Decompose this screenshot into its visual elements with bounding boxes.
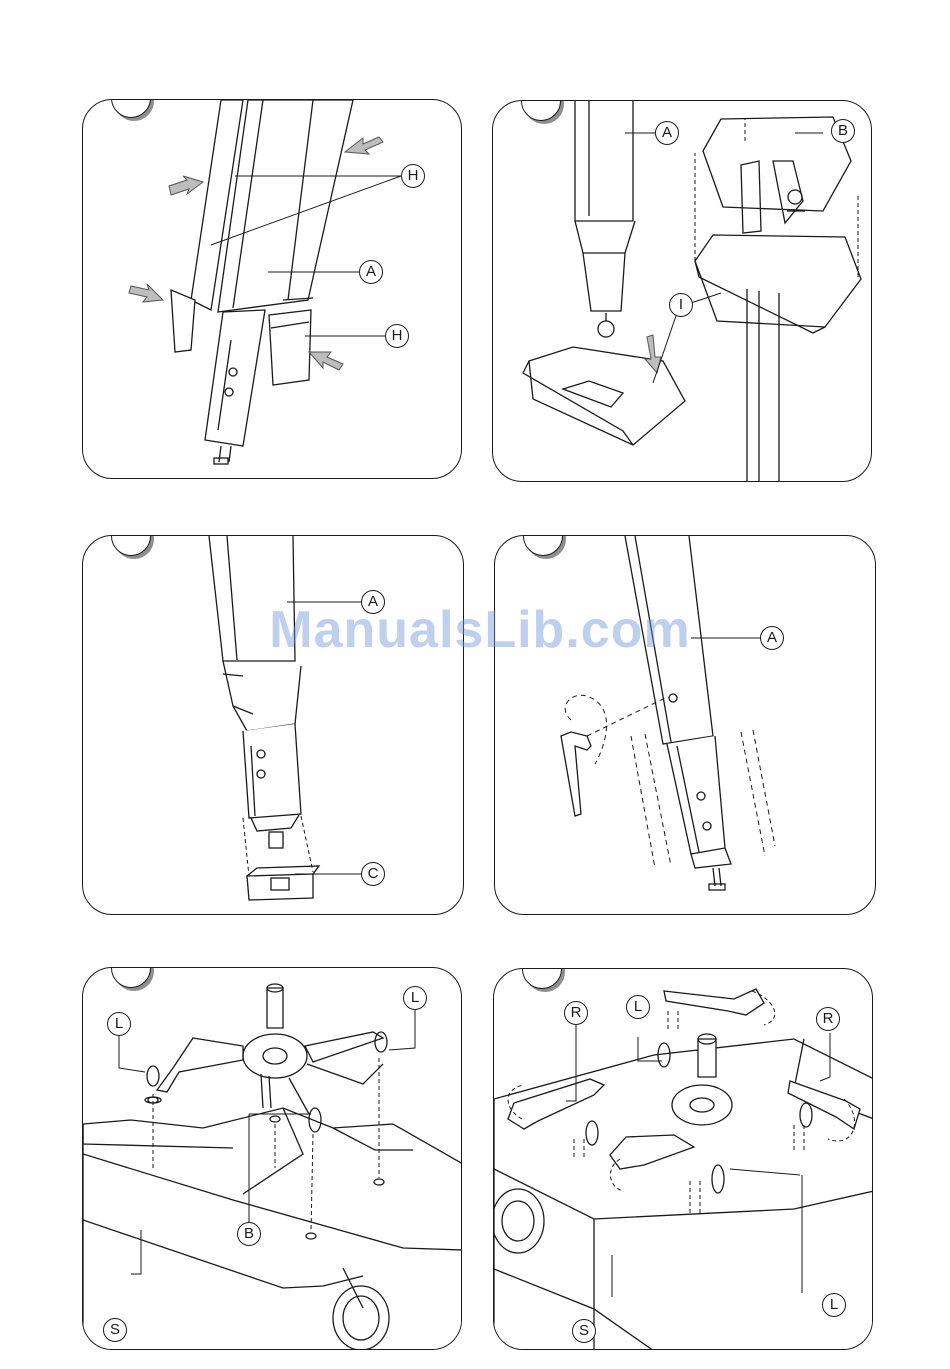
hex-key-adjust-illustration (495, 536, 876, 915)
projector-wrench-tighten-illustration (494, 969, 873, 1350)
panel-step-1: H A H (82, 99, 462, 479)
panel-step-2: A B I (492, 100, 872, 482)
pole-end-cap-illustration (83, 536, 464, 915)
part-label-s: S (103, 1318, 127, 1342)
ceiling-plate-cover-illustration (493, 101, 872, 482)
part-label-h: H (401, 164, 425, 188)
projector-bracket-mount-illustration (83, 968, 462, 1350)
part-label-l: L (626, 995, 650, 1019)
watermark-text: ManualsLib.com (260, 600, 700, 660)
pole-sleeve-clip-illustration (83, 100, 462, 479)
part-label-a: A (760, 626, 784, 650)
part-label-b: B (237, 1222, 261, 1246)
part-label-a: A (655, 121, 679, 145)
part-label-c: C (361, 862, 385, 886)
panel-step-6: R L R L S (493, 968, 873, 1350)
part-label-i: I (669, 293, 693, 317)
part-label-s: S (572, 1319, 596, 1343)
part-label-a: A (359, 260, 383, 284)
part-label-r: R (564, 1001, 588, 1025)
part-label-l: L (403, 986, 427, 1010)
part-label-l: L (107, 1012, 131, 1036)
part-label-r: R (816, 1007, 840, 1031)
part-label-l: L (822, 1293, 846, 1317)
panel-step-3: A C (82, 535, 464, 915)
part-label-b: B (831, 119, 855, 143)
panel-step-5: L L B S (82, 967, 462, 1350)
part-label-h: H (385, 324, 409, 348)
panel-step-4: A (494, 535, 876, 915)
